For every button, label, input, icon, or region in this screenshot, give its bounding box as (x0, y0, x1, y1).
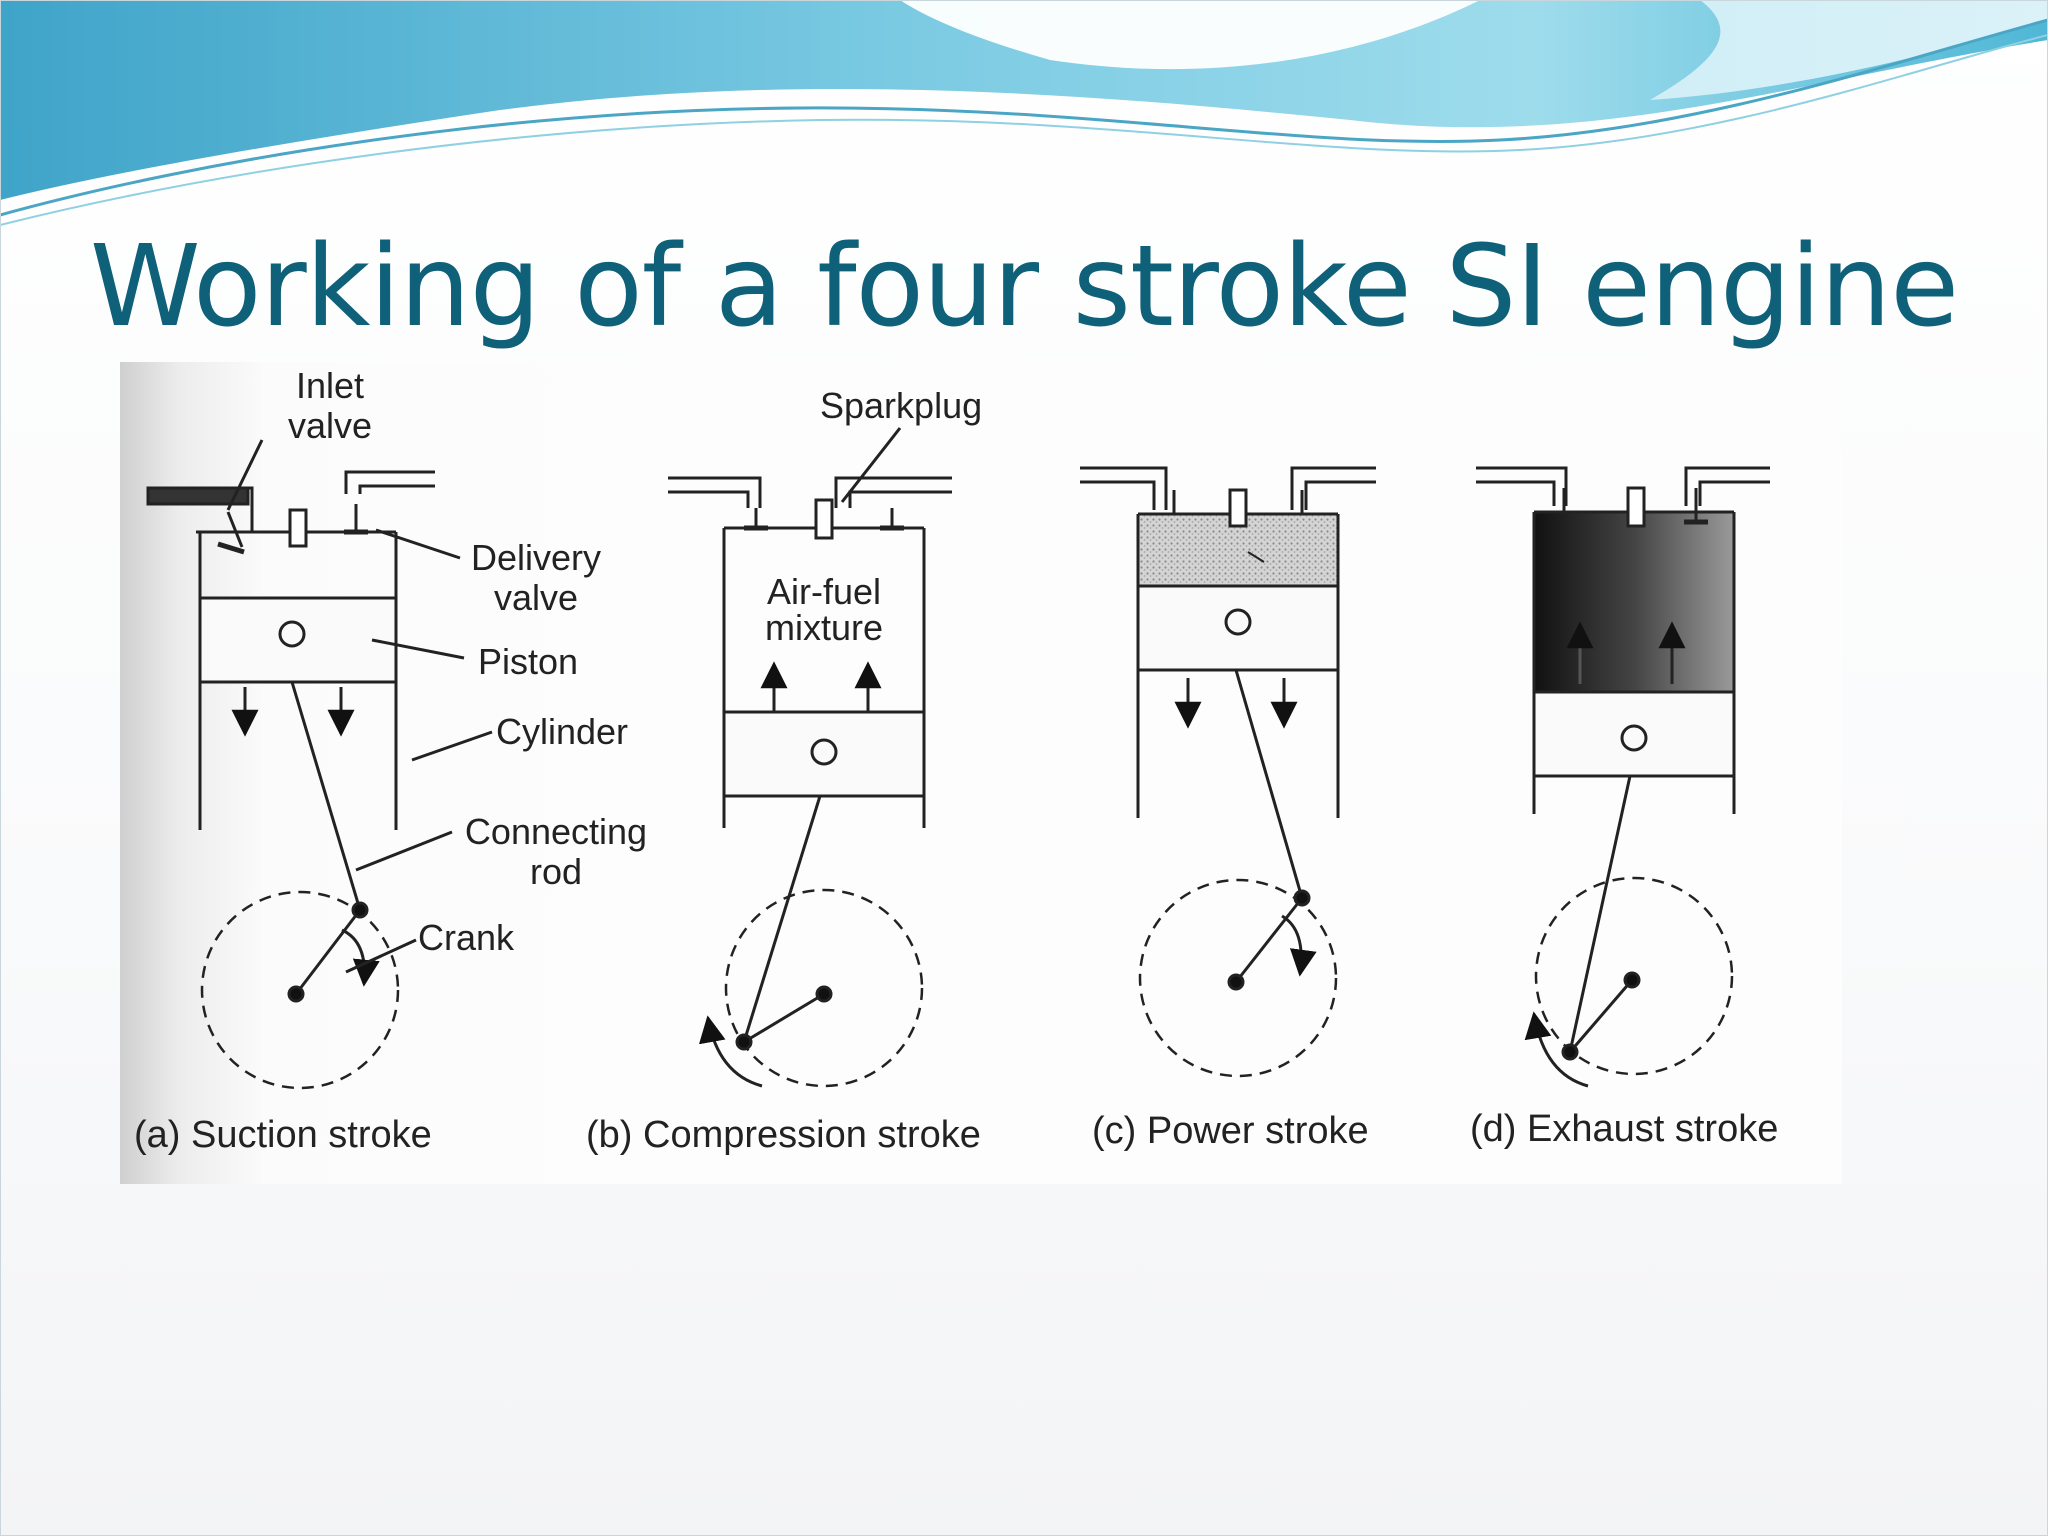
caption-compression-stroke: (b) Compression stroke (586, 1114, 981, 1156)
engine-strokes-figure: Inlet valve Sparkplug Delivery valve Pis… (120, 362, 1842, 1184)
compression-stroke-diagram (668, 427, 952, 1088)
slide-title: Working of a four stroke SI engine (89, 222, 1959, 352)
engine-strokes-drawing (120, 362, 1770, 1184)
caption-exhaust-stroke: (d) Exhaust stroke (1470, 1108, 1779, 1150)
exhaust-stroke-diagram (1476, 466, 1770, 1088)
label-inlet: Inlet (295, 365, 365, 406)
power-stroke-diagram (1080, 466, 1376, 1078)
header-wave-decoration (0, 0, 2048, 226)
label-connecting: Connecting (464, 811, 648, 852)
label-air-fuel: Air-fuel (766, 571, 882, 612)
label-delivery: Delivery (470, 537, 602, 578)
label-connecting-rod: rod (529, 851, 583, 892)
label-piston: Piston (478, 641, 579, 682)
label-sparkplug: Sparkplug (820, 385, 983, 426)
caption-power-stroke: (c) Power stroke (1092, 1110, 1369, 1152)
caption-suction-stroke: (a) Suction stroke (134, 1114, 432, 1156)
label-delivery-valve: valve (493, 577, 579, 618)
label-air-fuel-mixture: mixture (764, 607, 884, 648)
label-inlet-valve: valve (287, 405, 373, 446)
label-crank: Crank (418, 917, 515, 958)
suction-stroke-diagram (146, 439, 493, 1090)
label-cylinder: Cylinder (496, 711, 629, 752)
